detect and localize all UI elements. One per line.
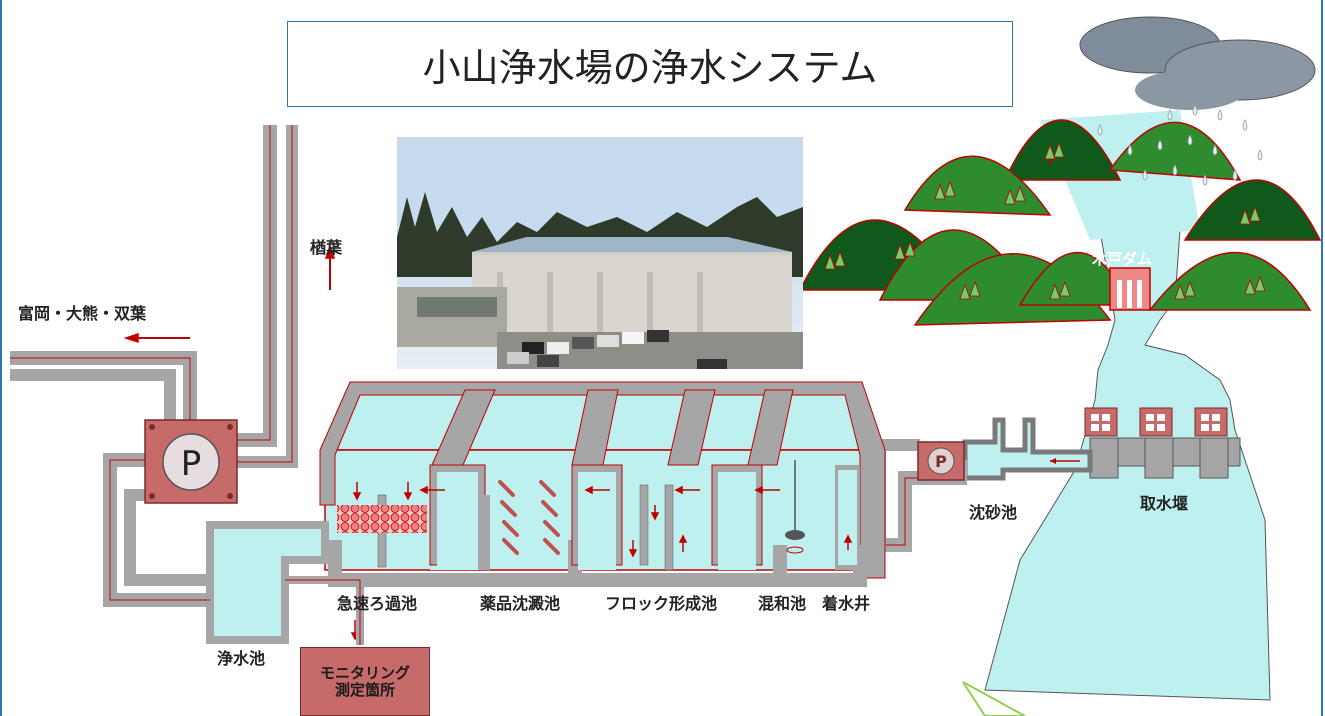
intake-pump: [917, 441, 965, 481]
sand-basin: [962, 417, 1093, 481]
distribution-pipes: [10, 125, 298, 607]
rain-clouds: [1079, 16, 1316, 110]
label-floc: フロック形成池: [605, 594, 718, 613]
label-receiving-well: 着水井: [822, 594, 871, 613]
label-rapid-filter: 急速ろ過池: [337, 594, 418, 613]
label-dest-west: 富岡・大熊・双葉: [18, 304, 147, 323]
label-dam: 木戸ダム: [1092, 250, 1153, 268]
trees: [824, 141, 1266, 300]
label-clear-water: 浄水池: [217, 649, 266, 668]
title-box: 小山浄水場の浄水システム: [287, 21, 1013, 107]
label-dest-north: 楢葉: [310, 238, 343, 257]
raindrops: [1097, 104, 1263, 186]
intake-pump-label: P: [935, 452, 947, 471]
intake-weir: [1084, 407, 1241, 479]
monitoring-point-line2: 測定箇所: [334, 680, 395, 699]
pointer-arrow-shape: [962, 681, 1026, 716]
label-intake-weir: 取水堰: [1140, 494, 1189, 513]
label-sedimentation: 薬品沈澱池: [480, 594, 561, 613]
label-mixing: 混和池: [758, 594, 807, 613]
page-title: 小山浄水場の浄水システム: [422, 45, 878, 90]
label-sand-basin: 沈砂池: [969, 503, 1018, 522]
plant-photo: [397, 137, 803, 369]
treatment-basin: [319, 381, 886, 587]
clear-water-reservoir: [206, 521, 364, 645]
main-pump: [144, 419, 238, 504]
main-pump-label: P: [181, 444, 202, 484]
dam-structure: [1109, 267, 1151, 311]
monitoring-point-box: モニタリング 測定箇所: [300, 647, 430, 716]
monitoring-point-line1: モニタリング: [319, 663, 410, 682]
plant-photo-image: [397, 137, 803, 369]
